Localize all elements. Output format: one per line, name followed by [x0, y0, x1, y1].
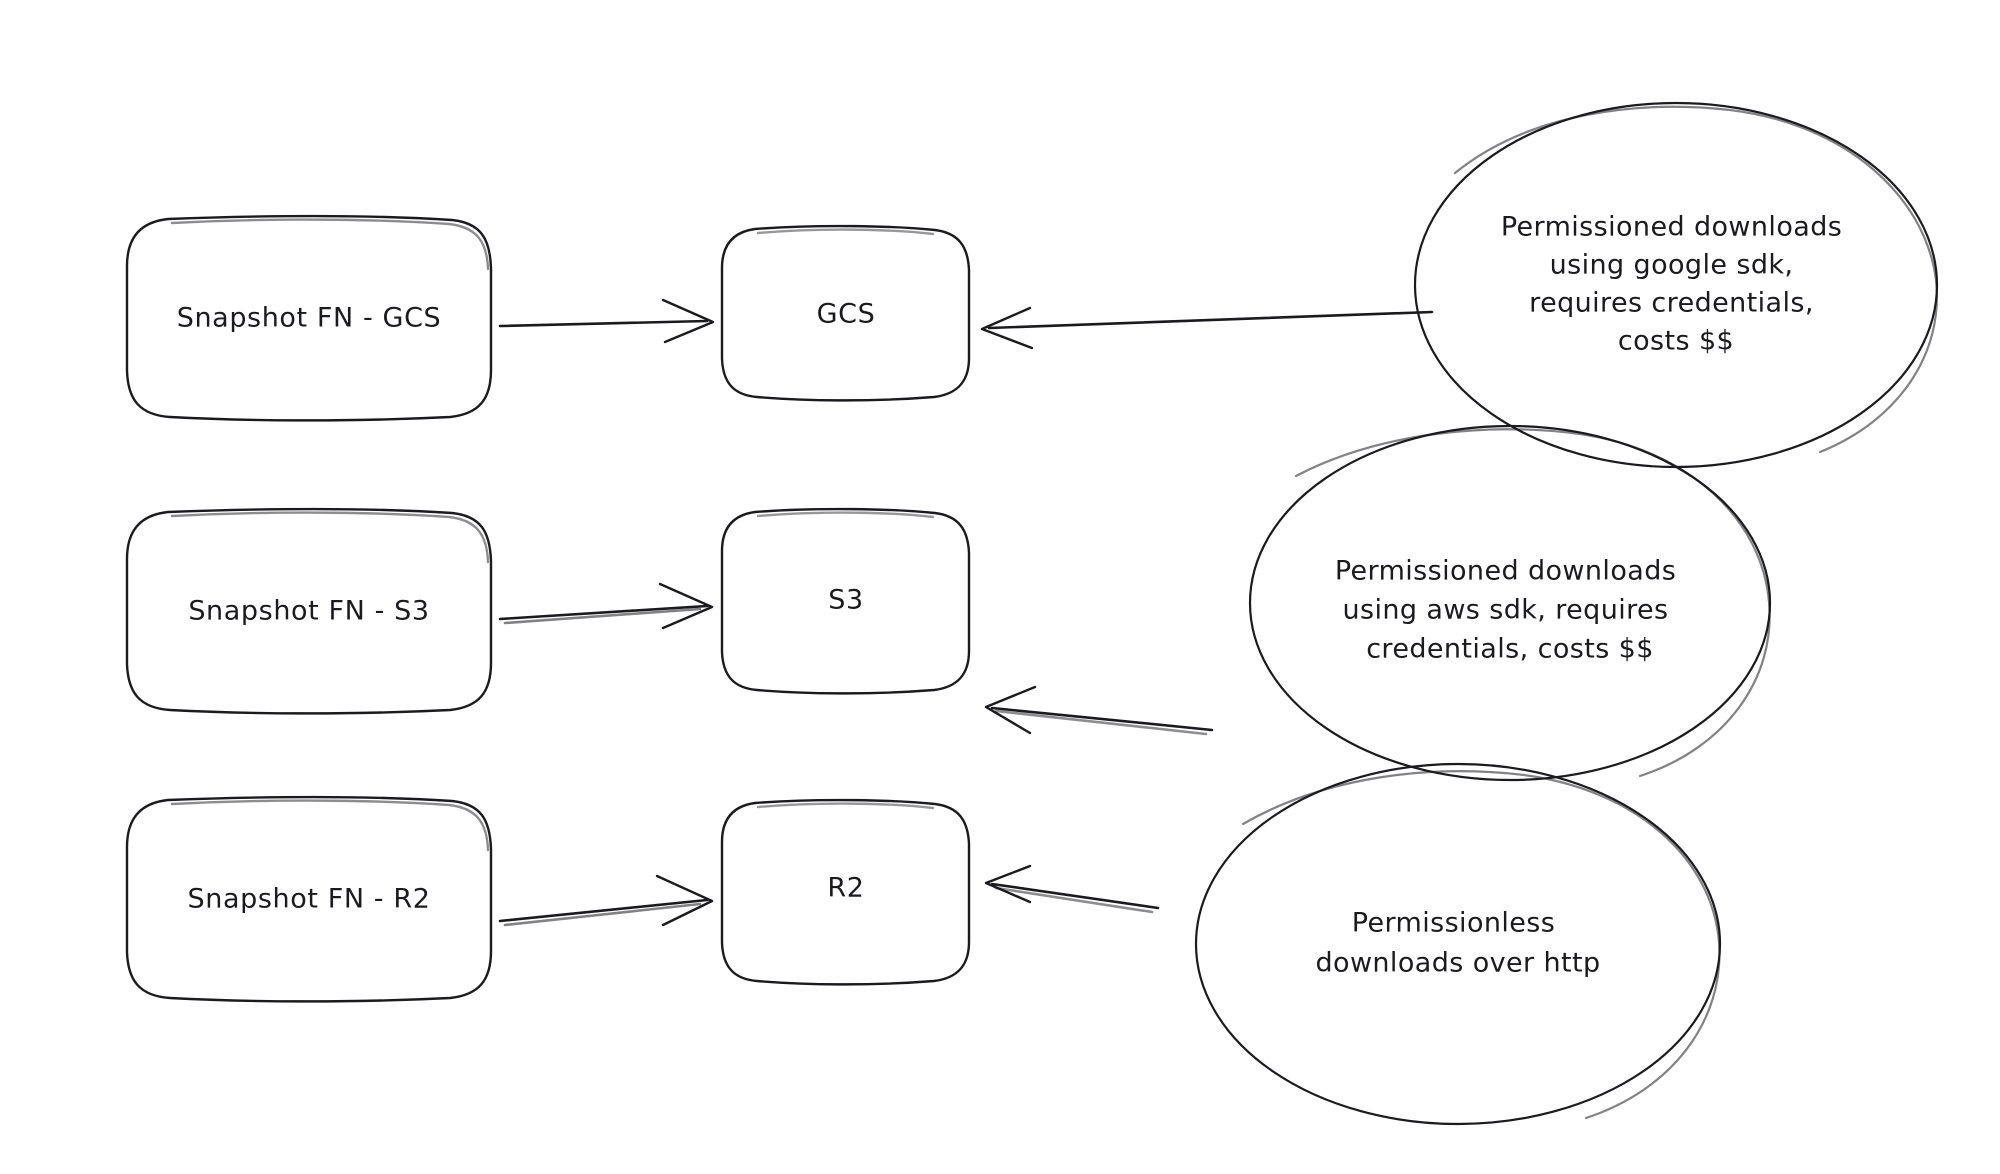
note-line: Permissionless — [1352, 908, 1555, 939]
row-gcs: Snapshot FN - GCS GCS — [125, 101, 1939, 469]
connector-gcs-flow — [498, 298, 715, 344]
connector-gcs-note — [980, 306, 1434, 350]
node-label-s3: S3 — [828, 585, 864, 616]
node-snapshot-fn-s3[interactable]: Snapshot FN - S3 — [125, 507, 493, 715]
connector-r2-flow — [498, 874, 714, 927]
note-line: credentials, costs $$ — [1366, 634, 1654, 665]
node-label-gcs: GCS — [817, 299, 876, 330]
note-line: using aws sdk, requires — [1342, 595, 1668, 626]
note-text-gcs: Permissioned downloads using google sdk,… — [1501, 204, 1851, 357]
connector-s3-note — [984, 685, 1214, 736]
node-snapshot-fn-gcs[interactable]: Snapshot FN - GCS — [125, 214, 493, 422]
node-s3[interactable]: S3 — [720, 507, 971, 695]
node-gcs[interactable]: GCS — [720, 224, 971, 402]
row-r2: Snapshot FN - R2 R2 Per — [125, 762, 1722, 1126]
node-label-snapshot-fn-r2: Snapshot FN - R2 — [188, 884, 431, 915]
note-line: using google sdk, — [1550, 250, 1794, 281]
row-s3: Snapshot FN - S3 S3 Per — [125, 424, 1772, 782]
note-line: downloads over http — [1315, 948, 1600, 979]
note-s3[interactable]: Permissioned downloads using aws sdk, re… — [1248, 424, 1772, 782]
note-line: costs $$ — [1618, 326, 1734, 357]
note-line: requires credentials, — [1529, 288, 1814, 319]
node-r2[interactable]: R2 — [720, 798, 971, 986]
note-text-s3: Permissioned downloads using aws sdk, re… — [1335, 548, 1685, 665]
connector-s3-flow — [498, 582, 714, 630]
node-label-snapshot-fn-gcs: Snapshot FN - GCS — [177, 303, 442, 334]
node-label-snapshot-fn-s3: Snapshot FN - S3 — [188, 596, 429, 627]
note-text-r2: Permissionless downloads over http — [1315, 900, 1600, 979]
note-gcs[interactable]: Permissioned downloads using google sdk,… — [1413, 101, 1939, 469]
connector-r2-note — [984, 864, 1160, 914]
node-snapshot-fn-r2[interactable]: Snapshot FN - R2 — [125, 795, 493, 1003]
note-line: Permissioned downloads — [1335, 556, 1676, 587]
node-label-r2: R2 — [827, 873, 864, 904]
note-r2[interactable]: Permissionless downloads over http — [1194, 762, 1722, 1126]
note-line: Permissioned downloads — [1501, 212, 1842, 243]
